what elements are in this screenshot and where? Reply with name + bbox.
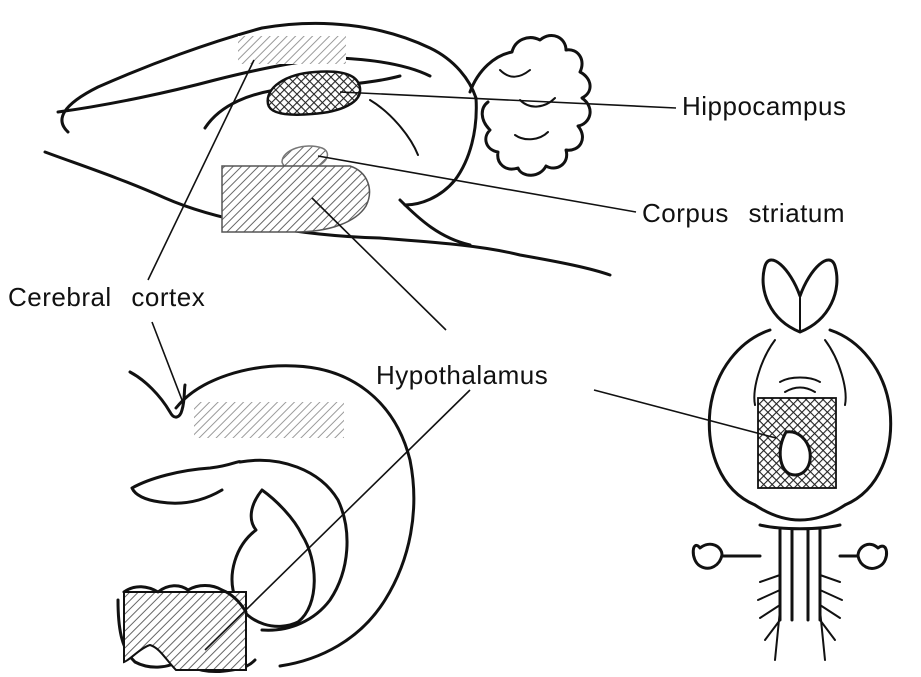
- sagittal-brain-section: [45, 23, 610, 275]
- coronal-inner-outline: [240, 460, 347, 630]
- ventral-ear-right: [840, 544, 887, 568]
- label-cerebral-cortex: Cerebral cortex: [8, 282, 205, 312]
- ventral-ear-left: [693, 544, 760, 568]
- sagittal-ventricle-line: [370, 100, 418, 155]
- coronal-cortex-region: [194, 402, 344, 438]
- label-corpus-striatum: Corpus striatum: [642, 198, 845, 228]
- medulla: [780, 530, 820, 620]
- sagittal-cortex-region: [238, 36, 346, 64]
- leader-cortex-bottom: [152, 322, 182, 400]
- leader-hippocampus: [340, 92, 676, 108]
- coronal-corpus-callosum: [132, 462, 240, 504]
- label-hippocampus: Hippocampus: [682, 91, 846, 121]
- leader-hypothalamus-sagittal: [312, 198, 446, 330]
- cerebellum-folia: [500, 70, 555, 139]
- pons: [755, 505, 845, 529]
- label-hypothalamus: Hypothalamus: [376, 360, 548, 390]
- coronal-brain-section: [118, 366, 414, 672]
- sagittal-brainstem-line: [400, 200, 470, 245]
- ventral-nerves-left: [758, 575, 780, 660]
- ventral-hemisphere-right: [830, 330, 891, 505]
- leader-lines: [148, 60, 776, 650]
- ventral-nerves-right: [820, 575, 842, 660]
- hippocampus-region: [268, 72, 360, 115]
- coronal-midline-notch: [130, 372, 185, 417]
- ventral-inner-right: [825, 340, 846, 405]
- ventral-brain-view: [693, 260, 890, 660]
- sagittal-hypothalamus-region: [222, 166, 369, 232]
- leader-hypothalamus-ventral: [594, 390, 776, 438]
- optic-chiasm: [780, 378, 820, 393]
- ventral-inner-left: [754, 340, 775, 405]
- sagittal-dorsal-inner-line: [58, 58, 430, 112]
- coronal-hypothalamus-region: [124, 592, 246, 670]
